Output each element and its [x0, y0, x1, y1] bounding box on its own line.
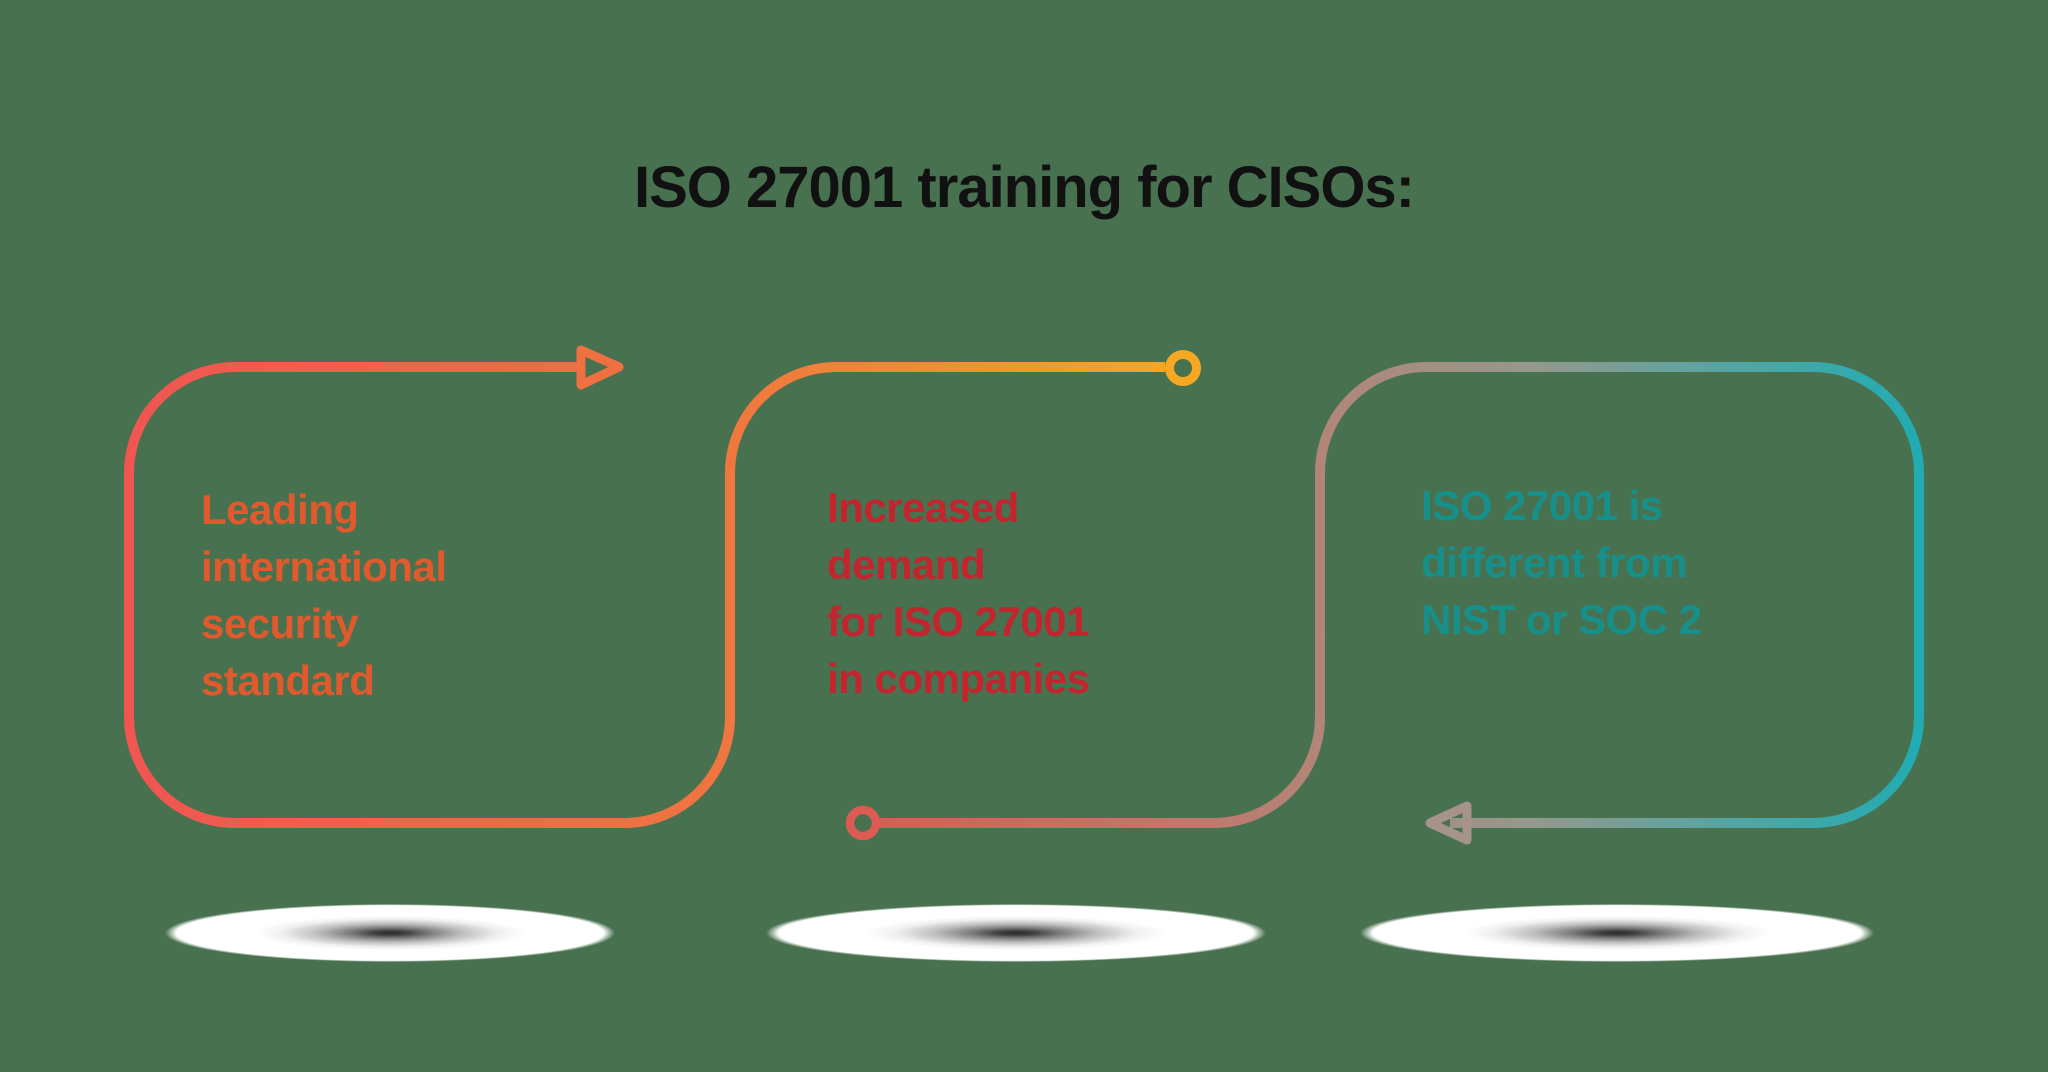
- card-text-nist-soc-difference: ISO 27001 is different from NIST or SOC …: [1421, 477, 1702, 648]
- card-text-line: Increased: [827, 484, 1019, 531]
- circle-ring-icon: [1165, 350, 1201, 386]
- shadow-ellipse: [165, 904, 615, 962]
- flow-path-1: [124, 362, 1165, 828]
- card-text-line: different from: [1421, 539, 1687, 586]
- card-text-line: for ISO 27001: [827, 598, 1089, 645]
- card-text-line: Leading: [201, 486, 359, 533]
- card-text-line: demand: [827, 541, 986, 588]
- card-text-line: security: [201, 600, 359, 647]
- card-text-increased-demand: Increased demand for ISO 27001 in compan…: [827, 479, 1090, 707]
- card-text-line: NIST or SOC 2: [1421, 596, 1702, 643]
- flow-path-2: [880, 362, 1924, 828]
- arrow-left-icon: [1425, 801, 1472, 845]
- shadow-ellipse: [1360, 904, 1874, 962]
- card-text-line: standard: [201, 657, 375, 704]
- shadow-ellipse: [766, 904, 1266, 962]
- page-title: ISO 27001 training for CISOs:: [634, 155, 1415, 220]
- card-text-line: ISO 27001 is: [1421, 482, 1663, 529]
- card-text-line: international: [201, 543, 447, 590]
- card-text-line: in companies: [827, 655, 1090, 702]
- circle-ring-icon: [845, 805, 881, 841]
- floor-shadows: [165, 904, 1874, 962]
- arrow-right-icon: [576, 345, 624, 390]
- card-text-leading-standard: Leading international security standard: [201, 481, 447, 709]
